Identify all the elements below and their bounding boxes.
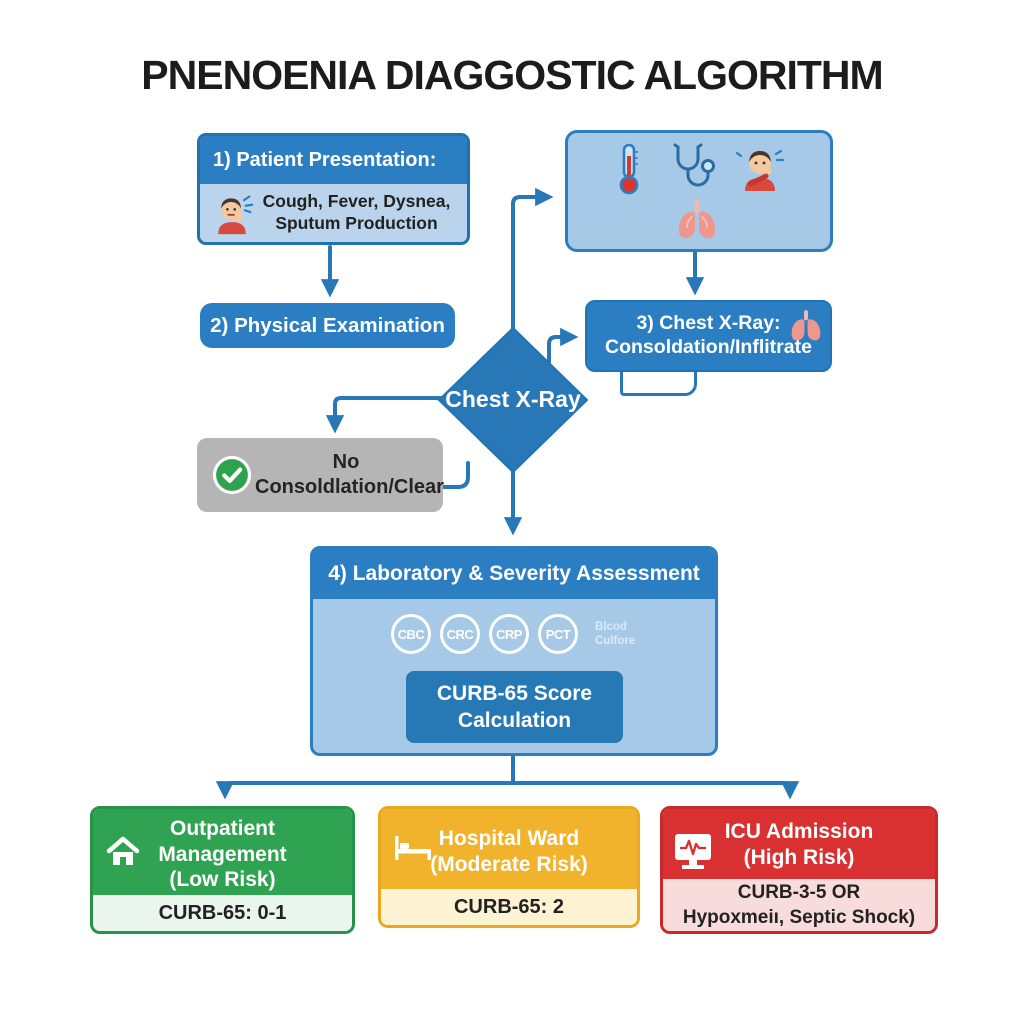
outcome-hospital-ward-line2: (Moderate Risk) [430, 852, 588, 876]
arrow-decision-to-symptom-panel [511, 187, 554, 334]
step2-physical-examination-box: 2) Physical Examination [200, 303, 455, 348]
lab-crp-badge: CRP [489, 614, 529, 654]
outcome-icu-header: ICU Admission (High Risk) [663, 809, 935, 879]
curb65-line1: CURB-65 Score [436, 681, 593, 705]
outcome-hospital-ward-box: Hospital Ward (Moderate Risk) CURB-65: 2 [378, 806, 640, 928]
outcome-hospital-ward-line1: Hospital Ward [438, 827, 580, 850]
outcome-hospital-ward-header: Hospital Ward (Moderate Risk) [381, 809, 637, 889]
step3-chest-xray-box: 3) Chest X-Ray: Consoldation/Inflitrate [585, 300, 832, 372]
lab-cbc-badge: CBC [391, 614, 431, 654]
outcome-outpatient-box: Outpatient Management (Low Risk) CURB-65… [90, 806, 355, 934]
thermometer-icon [619, 143, 639, 195]
outcome-hospital-ward-footer: CURB-65: 2 [381, 889, 637, 925]
step1-symptoms-line2: Sputum Production [275, 213, 438, 233]
lab-crc-badge: CRC [440, 614, 480, 654]
step4-header: 4) Laboratory & Severity Assessment [313, 549, 715, 599]
no-consolidation-line1: No [332, 451, 360, 473]
no-consolidation-text: No Consoldlation/Clear [255, 438, 444, 512]
ghost-outline-under-step3 [620, 368, 697, 396]
outcome-outpatient-footer: CURB-65: 0-1 [93, 895, 352, 931]
step1-patient-presentation-box: 1) Patient Presentation: Cough, Fever, D… [197, 133, 470, 245]
page-title: PNENOENIA DIAGGOSTIC ALGORITHM [141, 52, 883, 98]
coughing-person-icon [218, 195, 254, 235]
arrow-decision-to-no-consolidation [325, 396, 448, 434]
lungs-icon [678, 200, 716, 239]
line-no-consolidation-to-decision [442, 461, 470, 489]
branch-to-outcomes [215, 781, 800, 800]
decision-label: Chest X-Ray [445, 386, 581, 412]
step1-header: 1) Patient Presentation: [200, 136, 467, 184]
outcome-outpatient-line1: Outpatient [170, 817, 275, 840]
outcome-outpatient-header: Outpatient Management (Low Risk) [93, 809, 352, 895]
blood-culture-label: Blcod Culfore [595, 620, 635, 649]
outcome-outpatient-line3: (Low Risk) [169, 868, 276, 892]
outcome-icu-box: ICU Admission (High Risk) CURB-3-5 OR Hy… [660, 806, 938, 934]
no-consolidation-box: No Consoldlation/Clear [197, 438, 444, 512]
monitor-ecg-icon [675, 834, 711, 869]
hospital-bed-icon [395, 836, 431, 860]
outcome-icu-line1: ICU Admission [724, 820, 874, 843]
outcome-outpatient-line2: Management [158, 842, 287, 866]
symptom-icon-panel [565, 130, 833, 252]
coughing-person-icon [736, 149, 784, 191]
outcome-icu-criteria-line1: CURB-3-5 OR [737, 881, 861, 903]
step1-symptoms: Cough, Fever, Dysnea, Sputum Production [254, 191, 467, 235]
step1-symptoms-line1: Cough, Fever, Dysnea, [262, 191, 451, 212]
step2-label: 2) Physical Examination [210, 313, 445, 337]
arrow-decision-to-step3 [547, 327, 579, 364]
outcome-icu-footer: CURB-3-5 OR Hypoxmeiı, Septic Shock) [663, 879, 935, 931]
lab-pct-badge: PCT [538, 614, 578, 654]
lungs-icon [791, 310, 821, 341]
no-consolidation-line2: Consoldlation/Clear [255, 476, 444, 498]
home-icon [106, 836, 140, 865]
outcome-hospital-ward-curb: CURB-65: 2 [453, 895, 565, 918]
step4-laboratory-severity-box: 4) Laboratory & Severity Assessment CBC … [310, 546, 718, 756]
outcome-icu-criteria-line2: Hypoxmeiı, Septic Shock) [682, 907, 916, 928]
lab-tests-row: CBC CRC CRP PCT Blcod Culfore [391, 614, 715, 654]
stethoscope-icon [673, 143, 715, 187]
blood-culture-line1: Blcod [595, 620, 627, 633]
curb65-line2: Calculation [457, 709, 572, 732]
decision-diamond [437, 326, 589, 474]
check-circle-icon [212, 455, 252, 495]
blood-culture-line2: Culfore [595, 635, 636, 647]
curb65-score-box: CURB-65 Score Calculation [406, 671, 623, 743]
step3-line2: Consoldation/Inflitrate [605, 336, 812, 358]
outcome-outpatient-curb: CURB-65: 0-1 [158, 901, 287, 924]
outcome-icu-line2: (High Risk) [743, 845, 855, 869]
step3-line1: 3) Chest X-Ray: [636, 312, 781, 335]
